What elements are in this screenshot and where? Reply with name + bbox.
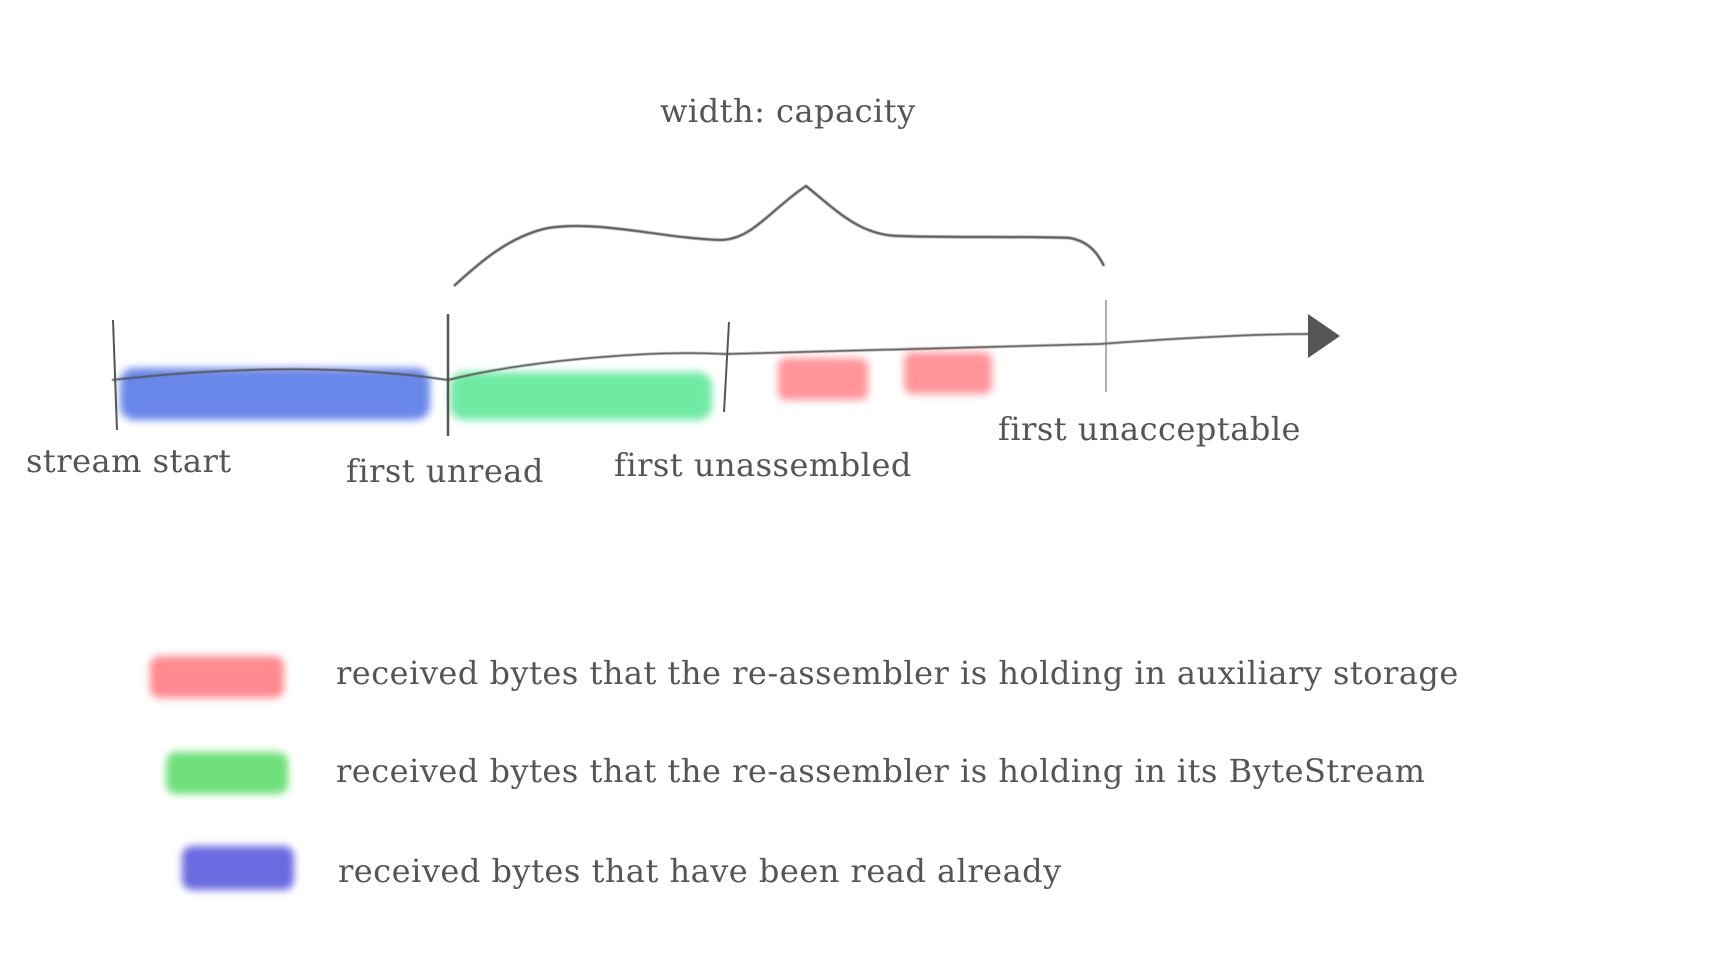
stream-axis-line — [111, 333, 1311, 382]
auxiliary-bytes-region-1 — [778, 358, 868, 400]
legend-swatch-bytestream — [166, 752, 288, 794]
first-unassembled-tick — [723, 321, 730, 413]
legend-text-auxiliary: received bytes that the re-assembler is … — [336, 654, 1459, 692]
first-unread-label: first unread — [346, 452, 544, 490]
stream-axis-arrowhead — [1308, 314, 1340, 358]
auxiliary-bytes-region-2 — [904, 352, 992, 394]
stream-start-label: stream start — [26, 442, 232, 480]
read-bytes-region — [120, 368, 430, 420]
legend-swatch-auxiliary — [150, 656, 284, 698]
legend-swatch-read — [182, 846, 294, 890]
capacity-label: width: capacity — [660, 92, 916, 130]
capacity-brace — [453, 184, 1106, 287]
legend-text-bytestream: received bytes that the re-assembler is … — [336, 752, 1426, 790]
legend-text-read: received bytes that have been read alrea… — [338, 852, 1062, 890]
stream-start-tick — [112, 319, 118, 431]
first-unacceptable-label: first unacceptable — [998, 410, 1301, 448]
first-unassembled-label: first unassembled — [614, 446, 912, 484]
bytestream-bytes-region — [450, 372, 712, 420]
